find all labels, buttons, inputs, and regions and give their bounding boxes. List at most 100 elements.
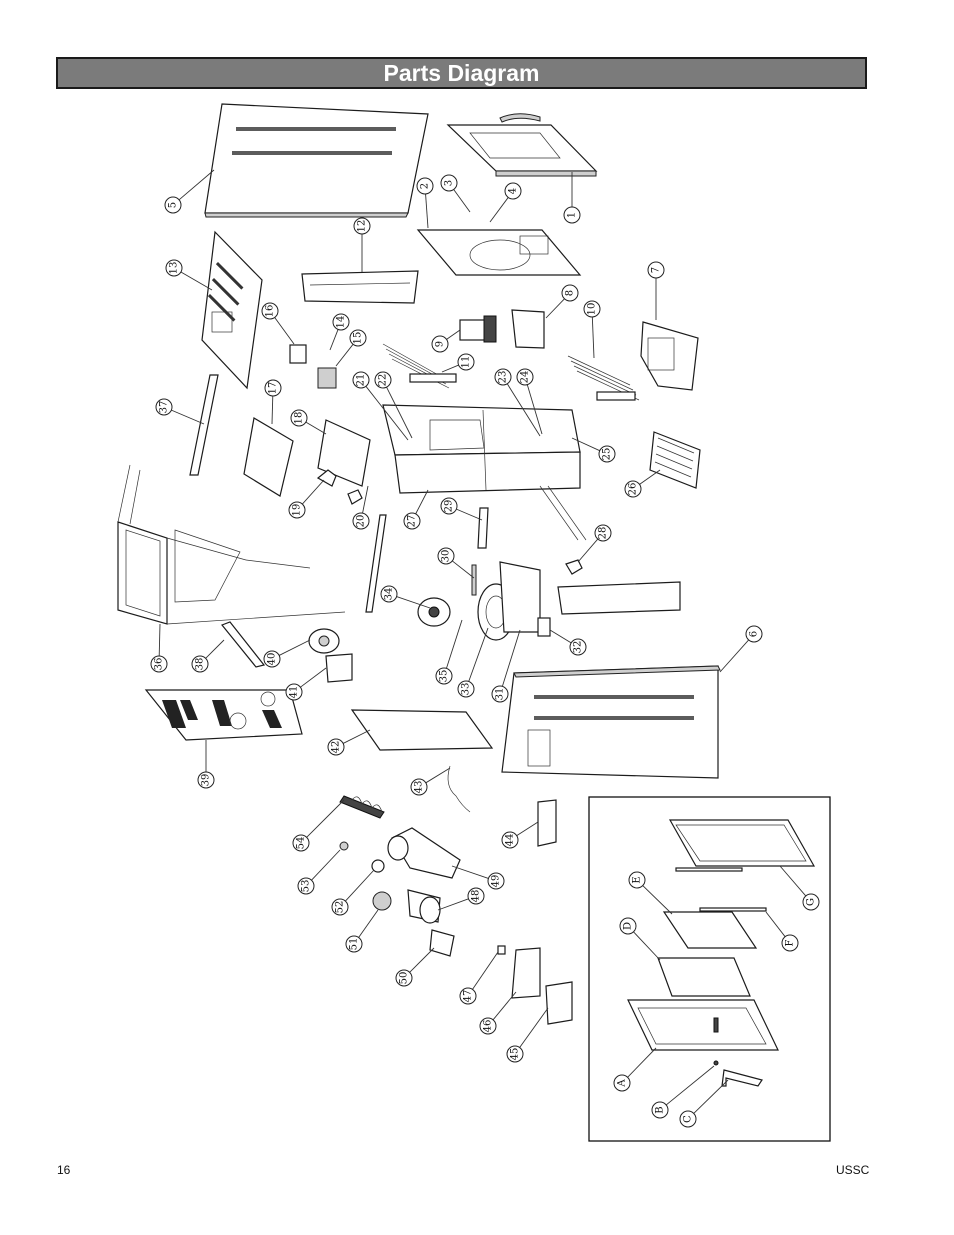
part-38-strip — [221, 621, 266, 668]
callout-circle — [569, 638, 587, 656]
leader-line — [639, 469, 661, 485]
callout-label: 35 — [439, 670, 450, 683]
callout-23: 23 — [494, 368, 541, 437]
callout-E: E — [628, 871, 673, 915]
part-31-duct — [499, 561, 541, 633]
leader-line — [526, 384, 543, 435]
part-53-washer — [339, 841, 349, 851]
leader-line — [468, 627, 489, 682]
part-34-rail — [365, 514, 387, 613]
callout-label: 39 — [201, 774, 212, 787]
callout-circle — [297, 877, 315, 895]
callout-24: 24 — [516, 368, 543, 435]
callout-label: 17 — [268, 382, 279, 395]
callout-label: 21 — [356, 374, 367, 387]
callout-circle — [285, 683, 303, 701]
leader-line — [274, 317, 295, 345]
callout-label: A — [617, 1079, 628, 1088]
callout-3: 3 — [440, 174, 471, 213]
callout-4: 4 — [489, 182, 522, 223]
part-27-frame — [382, 404, 587, 541]
part-11-tubes — [382, 343, 457, 389]
leader-line — [765, 911, 786, 937]
callout-32: 32 — [549, 629, 587, 656]
callout-circle — [327, 738, 345, 756]
callout-circle — [380, 585, 398, 603]
leader-line — [642, 885, 673, 915]
leader-line — [205, 639, 225, 659]
callout-15: 15 — [335, 329, 367, 367]
callout-label: 26 — [628, 483, 639, 496]
callout-label: 15 — [353, 332, 364, 345]
callout-circle — [613, 1074, 631, 1092]
part-45-box — [545, 981, 573, 1025]
callout-8: 8 — [545, 284, 579, 319]
part-D-gasket — [657, 957, 751, 997]
callout-circle — [353, 217, 371, 235]
callout-label: G — [806, 898, 817, 906]
callout-47: 47 — [459, 951, 499, 1005]
part-G-gasket-frame — [668, 819, 816, 867]
callout-label: 10 — [587, 303, 598, 316]
callout-circle — [628, 871, 646, 889]
callout-label: 47 — [463, 990, 474, 1003]
callout-circle — [264, 379, 282, 397]
callout-label: 9 — [435, 341, 446, 347]
part-15-block — [317, 367, 337, 389]
footer-brand: USSC — [836, 1163, 870, 1177]
part-E-strip — [675, 867, 743, 872]
callout-label: 50 — [399, 972, 410, 985]
callout-circle — [290, 409, 308, 427]
callout-label: 30 — [441, 550, 452, 563]
part-28-clip — [565, 559, 583, 575]
callout-label: 25 — [602, 448, 613, 461]
callout-circle — [403, 512, 421, 530]
callout-label: 3 — [444, 180, 455, 186]
callout-circle — [292, 834, 310, 852]
leader-line — [178, 169, 215, 201]
callout-label: 33 — [461, 683, 472, 696]
leader-line — [158, 623, 161, 657]
leader-line — [779, 865, 807, 897]
leader-line — [456, 508, 483, 521]
leader-line — [591, 316, 595, 359]
callout-20: 20 — [352, 485, 370, 530]
callout-circle — [459, 987, 477, 1005]
part-panel-32b — [557, 581, 681, 615]
callout-label: 1 — [567, 212, 578, 218]
part-7-housing — [640, 321, 699, 391]
callout-circle — [679, 1110, 697, 1128]
callout-circle — [155, 398, 173, 416]
part-37-strip — [189, 374, 219, 476]
callout-circle — [437, 547, 455, 565]
part-10-tubes — [567, 355, 640, 401]
part-44-block — [537, 799, 557, 847]
callout-circle — [288, 501, 306, 519]
callout-F: F — [765, 911, 799, 952]
part-9-motor — [459, 315, 497, 343]
callout-label: F — [785, 939, 796, 946]
callout-1: 1 — [563, 172, 581, 224]
callout-label: 8 — [565, 290, 576, 296]
callout-circle — [395, 969, 413, 987]
callout-circle — [651, 1101, 669, 1119]
part-34-motor — [417, 597, 451, 627]
callout-label: 34 — [384, 588, 395, 601]
callout-label: 13 — [169, 262, 180, 275]
callout-40: 40 — [263, 639, 311, 668]
callout-circle — [781, 934, 799, 952]
part-8-box — [511, 309, 545, 349]
leader-line — [311, 849, 341, 881]
callout-42: 42 — [327, 729, 371, 756]
callout-circle — [416, 177, 434, 195]
leader-line — [633, 931, 661, 961]
callout-5: 5 — [164, 169, 215, 214]
callout-41: 41 — [285, 667, 327, 701]
part-1-lid — [446, 113, 598, 177]
callout-label: 18 — [294, 412, 305, 425]
callout-label: C — [683, 1115, 694, 1123]
leader-line — [452, 560, 475, 579]
callout-6: 6 — [719, 625, 763, 673]
